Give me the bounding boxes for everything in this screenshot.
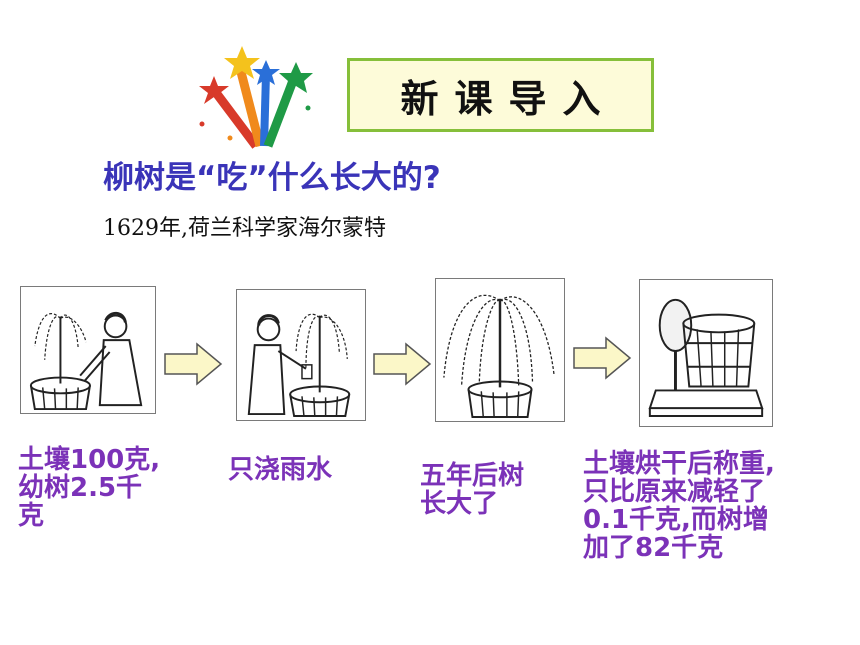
caption-soil-and-sapling: 土壤100克, 幼树2.5千 克 [18, 445, 161, 531]
caption-tree-grew: 五年后树 长大了 [420, 461, 525, 519]
watering-illustration-icon [247, 313, 351, 418]
arrow-right-icon [573, 336, 632, 380]
illustration-grown-tree [435, 278, 565, 422]
star-burst-icon [199, 46, 313, 149]
caption-only-rainwater: 只浇雨水 [228, 455, 333, 485]
illustration-planting [20, 286, 156, 414]
illustration-watering [236, 289, 366, 421]
arrow-right-icon [164, 342, 223, 386]
arrow-right-icon [373, 342, 432, 386]
scale-tub-illustration-icon [648, 298, 764, 418]
illustration-weighing [639, 279, 773, 427]
willow-tree-illustration-icon [443, 294, 555, 418]
intro-text: 1629年,荷兰科学家海尔蒙特 [103, 216, 386, 241]
planting-illustration-icon [29, 311, 143, 411]
lesson-title: 新课导入 [347, 58, 654, 132]
caption-weighing-result: 土壤烘干后称重, 只比原来减轻了 0.1千克,而树增 加了82千克 [583, 449, 775, 563]
question-heading: 柳树是“吃”什么长大的? [103, 160, 441, 196]
